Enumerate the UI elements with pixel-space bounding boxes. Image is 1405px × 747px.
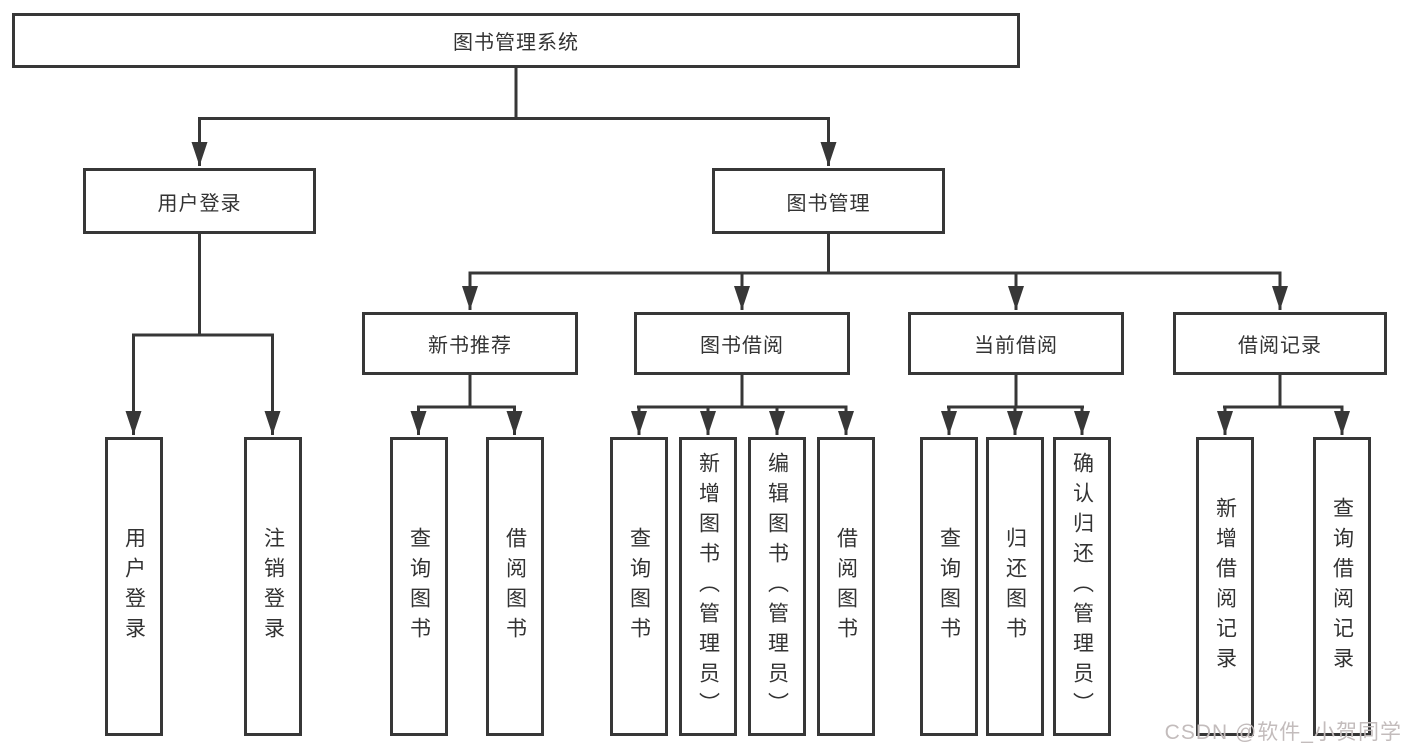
leaf-label: 查询图书 bbox=[627, 526, 651, 647]
leaf-user-login: 用户登录 bbox=[105, 437, 163, 736]
leaf-query-borrow-record: 查询借阅记录 bbox=[1313, 437, 1371, 736]
leaf-label: 新增图书（管理员） bbox=[696, 451, 720, 722]
leaf-confirm-return-admin: 确认归还（管理员） bbox=[1053, 437, 1111, 736]
node-book-management: 图书管理 bbox=[712, 168, 945, 234]
leaf-label: 确认归还（管理员） bbox=[1070, 451, 1094, 722]
leaf-current-query-books: 查询图书 bbox=[920, 437, 978, 736]
node-current-borrowing: 当前借阅 bbox=[908, 312, 1124, 375]
leaf-add-books-admin: 新增图书（管理员） bbox=[679, 437, 737, 736]
leaf-label: 用户登录 bbox=[122, 526, 146, 647]
node-system-root: 图书管理系统 bbox=[12, 13, 1020, 68]
node-user-login: 用户登录 bbox=[83, 168, 316, 234]
leaf-borrowing-borrow-books: 借阅图书 bbox=[817, 437, 875, 736]
leaf-label: 注销登录 bbox=[261, 526, 285, 647]
leaf-label: 查询图书 bbox=[407, 526, 431, 647]
leaf-label: 新增借阅记录 bbox=[1213, 496, 1237, 677]
leaf-borrowing-query-books: 查询图书 bbox=[610, 437, 668, 736]
leaf-edit-books-admin: 编辑图书（管理员） bbox=[748, 437, 806, 736]
node-book-borrowing: 图书借阅 bbox=[634, 312, 850, 375]
leaf-label: 归还图书 bbox=[1003, 526, 1027, 647]
leaf-newbooks-borrow-books: 借阅图书 bbox=[486, 437, 544, 736]
leaf-label: 编辑图书（管理员） bbox=[765, 451, 789, 722]
leaf-label: 借阅图书 bbox=[834, 526, 858, 647]
node-new-book-recommend: 新书推荐 bbox=[362, 312, 578, 375]
leaf-label: 查询借阅记录 bbox=[1330, 496, 1354, 677]
leaf-label: 查询图书 bbox=[937, 526, 961, 647]
leaf-label: 借阅图书 bbox=[503, 526, 527, 647]
leaf-newbooks-query-books: 查询图书 bbox=[390, 437, 448, 736]
leaf-add-borrow-record: 新增借阅记录 bbox=[1196, 437, 1254, 736]
csdn-watermark: CSDN @软件_小贺同学 bbox=[1164, 721, 1402, 744]
node-borrowing-records: 借阅记录 bbox=[1173, 312, 1387, 375]
leaf-return-books: 归还图书 bbox=[986, 437, 1044, 736]
leaf-logout: 注销登录 bbox=[244, 437, 302, 736]
